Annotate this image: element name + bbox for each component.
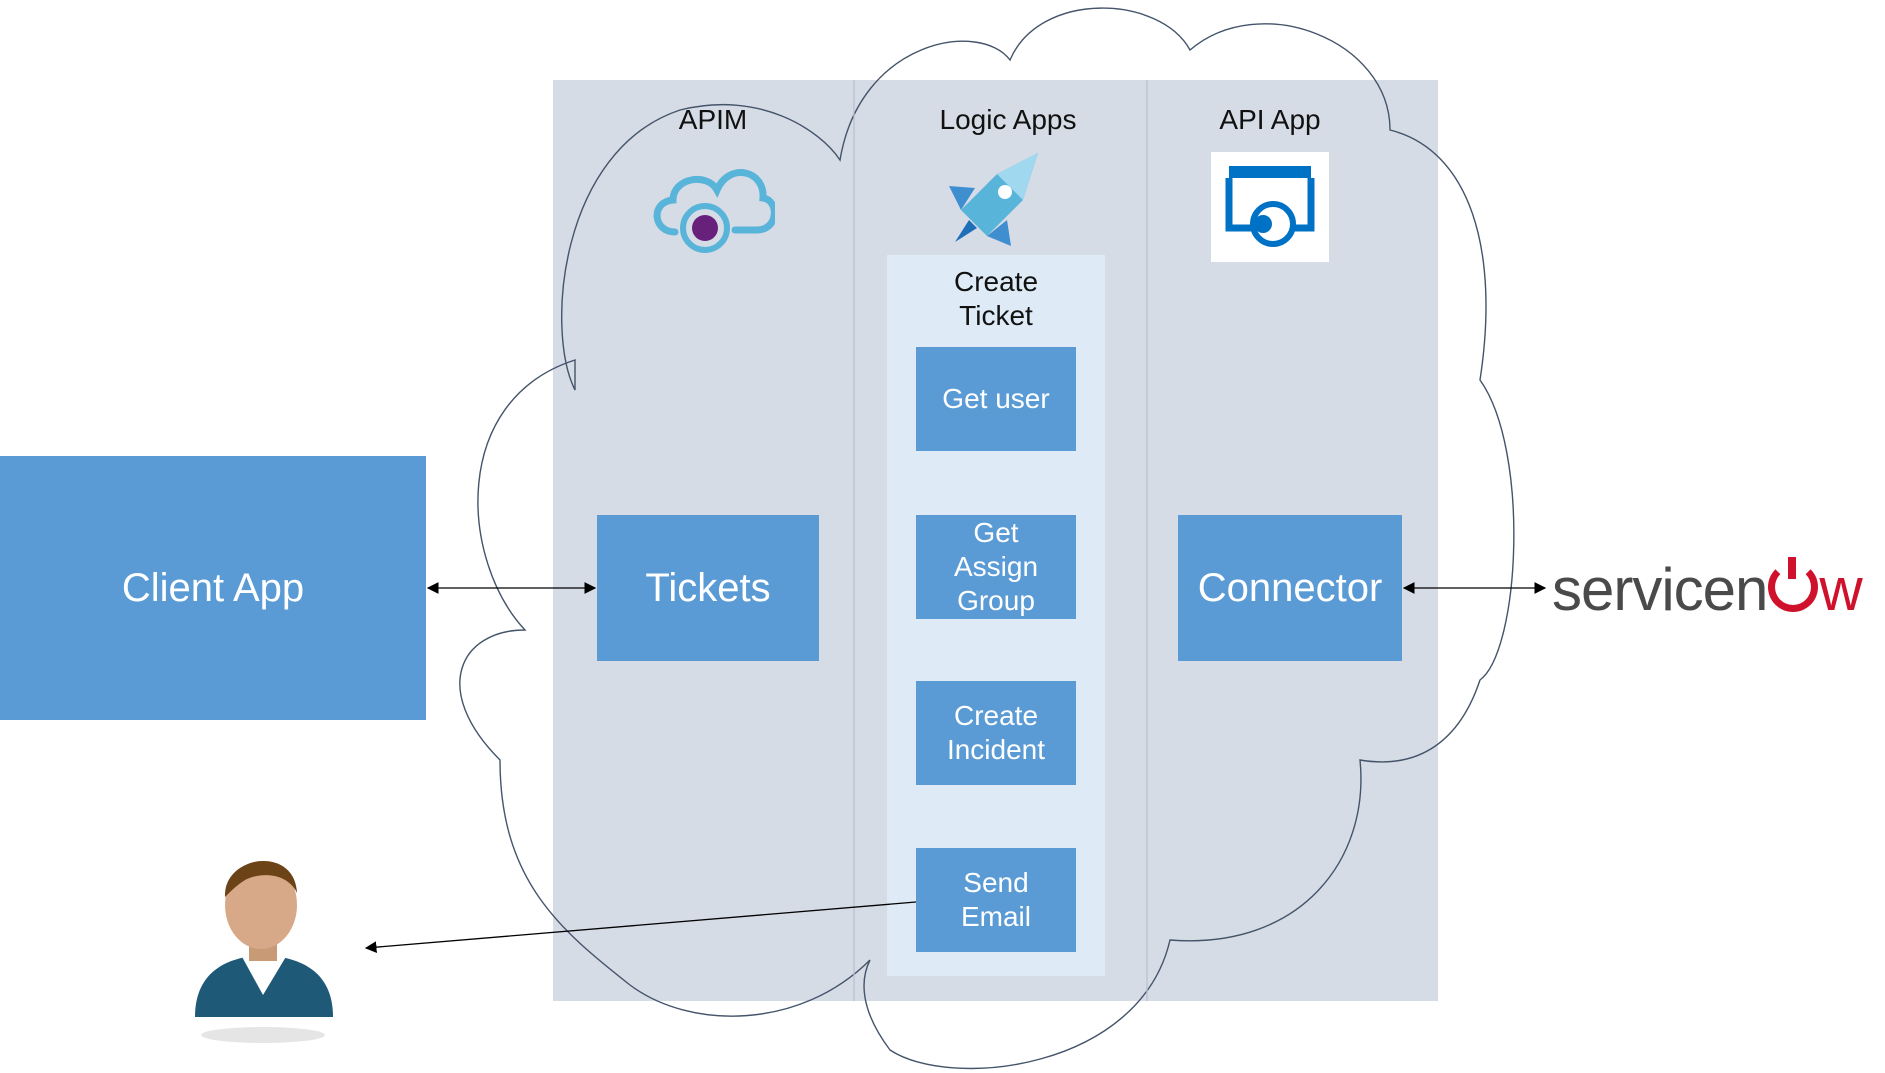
step-get-assign-group-label: Get Assign Group [953, 516, 1039, 617]
api-app-icon [1211, 152, 1329, 262]
connector-label: Connector [1197, 565, 1383, 610]
servicenow-logo-power-icon [1768, 557, 1819, 612]
logic-apps-column-title: Logic Apps [939, 104, 1077, 135]
create-ticket-title: Create Ticket [953, 266, 1039, 332]
api-app-column-title: API App [1219, 104, 1321, 135]
step-create-incident-label: Create Incident [946, 699, 1046, 765]
servicenow-logo: servicen w [1552, 555, 1863, 625]
tickets-box: Tickets [597, 515, 819, 661]
servicenow-logo-text-end: w [1819, 556, 1862, 623]
step-send-email-label: Send Email [960, 866, 1031, 932]
connector-box: Connector [1178, 515, 1402, 661]
step-get-assign-group: Get Assign Group [916, 515, 1076, 619]
step-create-incident: Create Incident [916, 681, 1076, 785]
cloud-outline [459, 7, 1515, 1070]
servicenow-logo-text: servicen [1552, 556, 1768, 623]
tickets-label: Tickets [645, 565, 771, 610]
apim-column-title: APIM [678, 104, 748, 135]
step-get-user: Get user [916, 347, 1076, 451]
rocket-icon [949, 153, 1038, 246]
user-avatar-icon [195, 861, 333, 1043]
step-get-user-label: Get user [942, 382, 1050, 414]
client-app-label: Client App [121, 565, 305, 610]
client-app-box: Client App [0, 456, 426, 720]
api-app-icon-graphic [1225, 166, 1315, 247]
api-management-cloud-icon [653, 169, 775, 253]
step-send-email: Send Email [916, 848, 1076, 952]
send-email-user-arrow [364, 901, 917, 953]
